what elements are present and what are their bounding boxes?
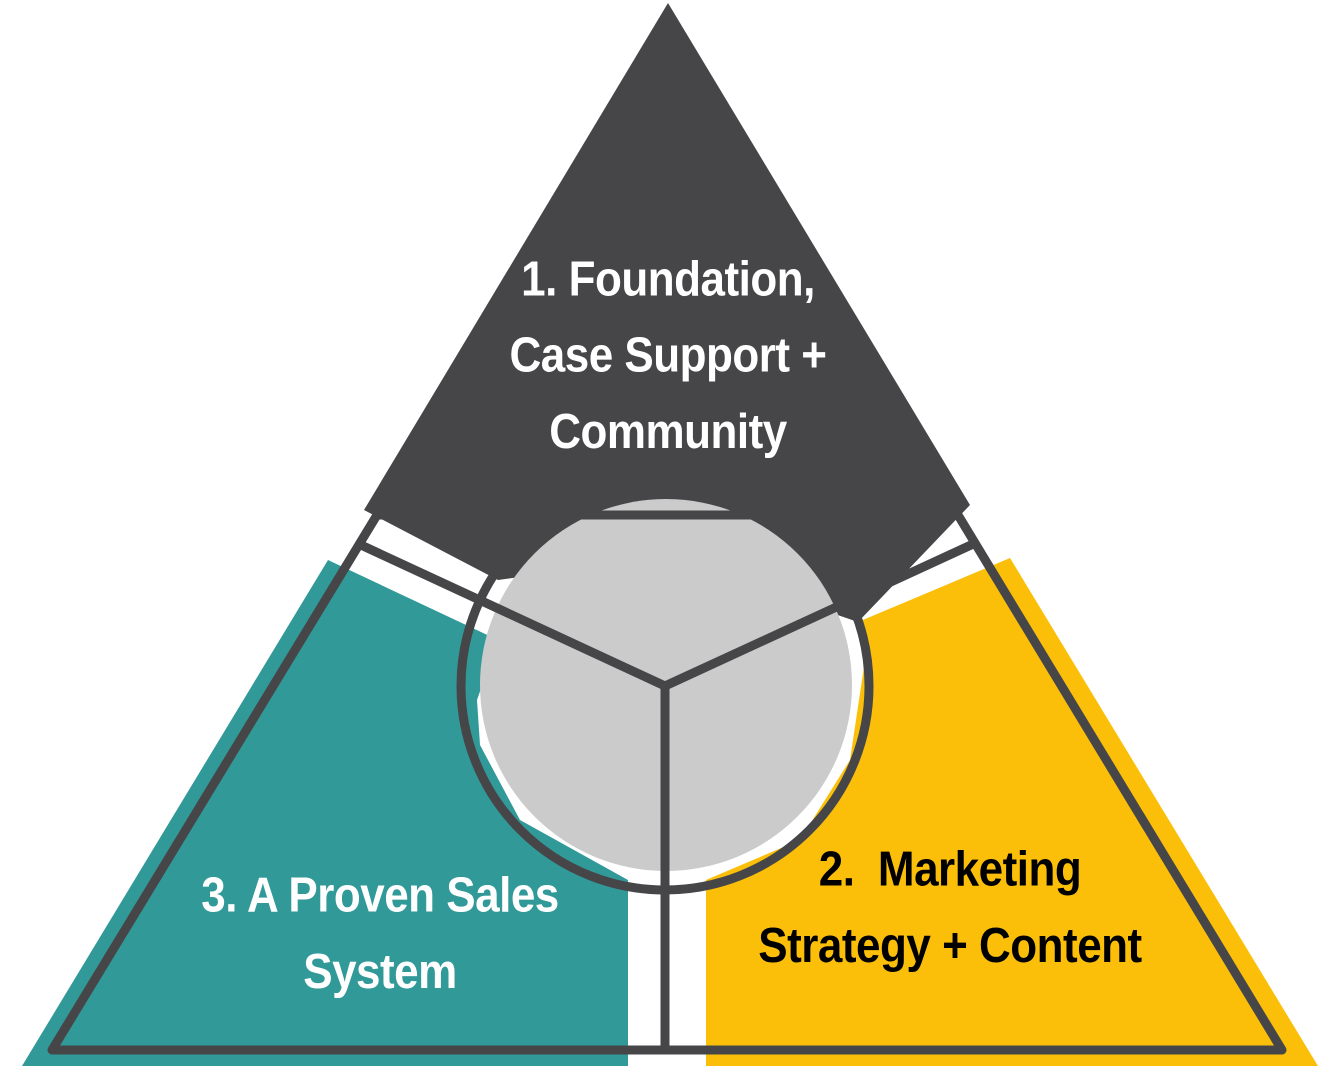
- segment-top-line-1: 1. Foundation,: [521, 251, 815, 307]
- segment-left-label: 3. A Proven Sales System: [150, 858, 610, 1010]
- segment-top-line-2: Case Support +: [509, 328, 827, 383]
- segment-left-line-1: 3. A Proven Sales: [201, 867, 559, 923]
- divider-left: [356, 540, 670, 691]
- segment-left-fill: [22, 560, 628, 1066]
- segment-right-line-2: Strategy + Content: [758, 918, 1142, 973]
- triangle-outline: [47, 477, 1287, 1055]
- segment-top-line-3: Community: [549, 404, 787, 460]
- segment-right-fill: [706, 558, 1318, 1066]
- divider-right: [660, 540, 976, 691]
- segment-left-line-2: System: [303, 944, 457, 999]
- segment-right-label: 2. Marketing Strategy + Content: [700, 832, 1200, 984]
- segment-top-label: 1. Foundation, Case Support + Community: [440, 242, 896, 470]
- segment-right-line-1: 2. Marketing: [818, 841, 1082, 897]
- segment-top-fill: [364, 3, 970, 622]
- outer-triangle-outline: [47, 510, 1287, 1055]
